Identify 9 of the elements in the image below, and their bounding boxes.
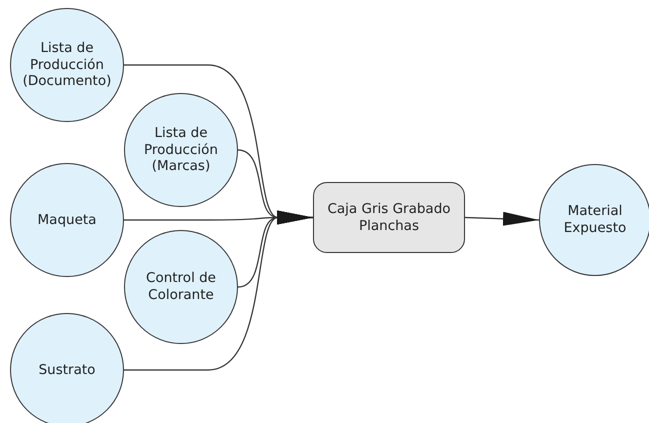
- input-circle: Sustrato: [10, 313, 124, 423]
- arrow: [124, 210, 313, 371]
- input-circle: Maqueta: [10, 163, 124, 277]
- input-circle: Control de Colorante: [124, 230, 238, 344]
- input-circle: Lista de Producción (Marcas): [124, 93, 238, 207]
- process-box: Caja Gris Grabado Planchas: [313, 182, 465, 253]
- input-circle: Lista de Producción (Documento): [10, 8, 124, 122]
- arrow: [464, 212, 540, 227]
- input-circle: Material Expuesto: [539, 164, 649, 276]
